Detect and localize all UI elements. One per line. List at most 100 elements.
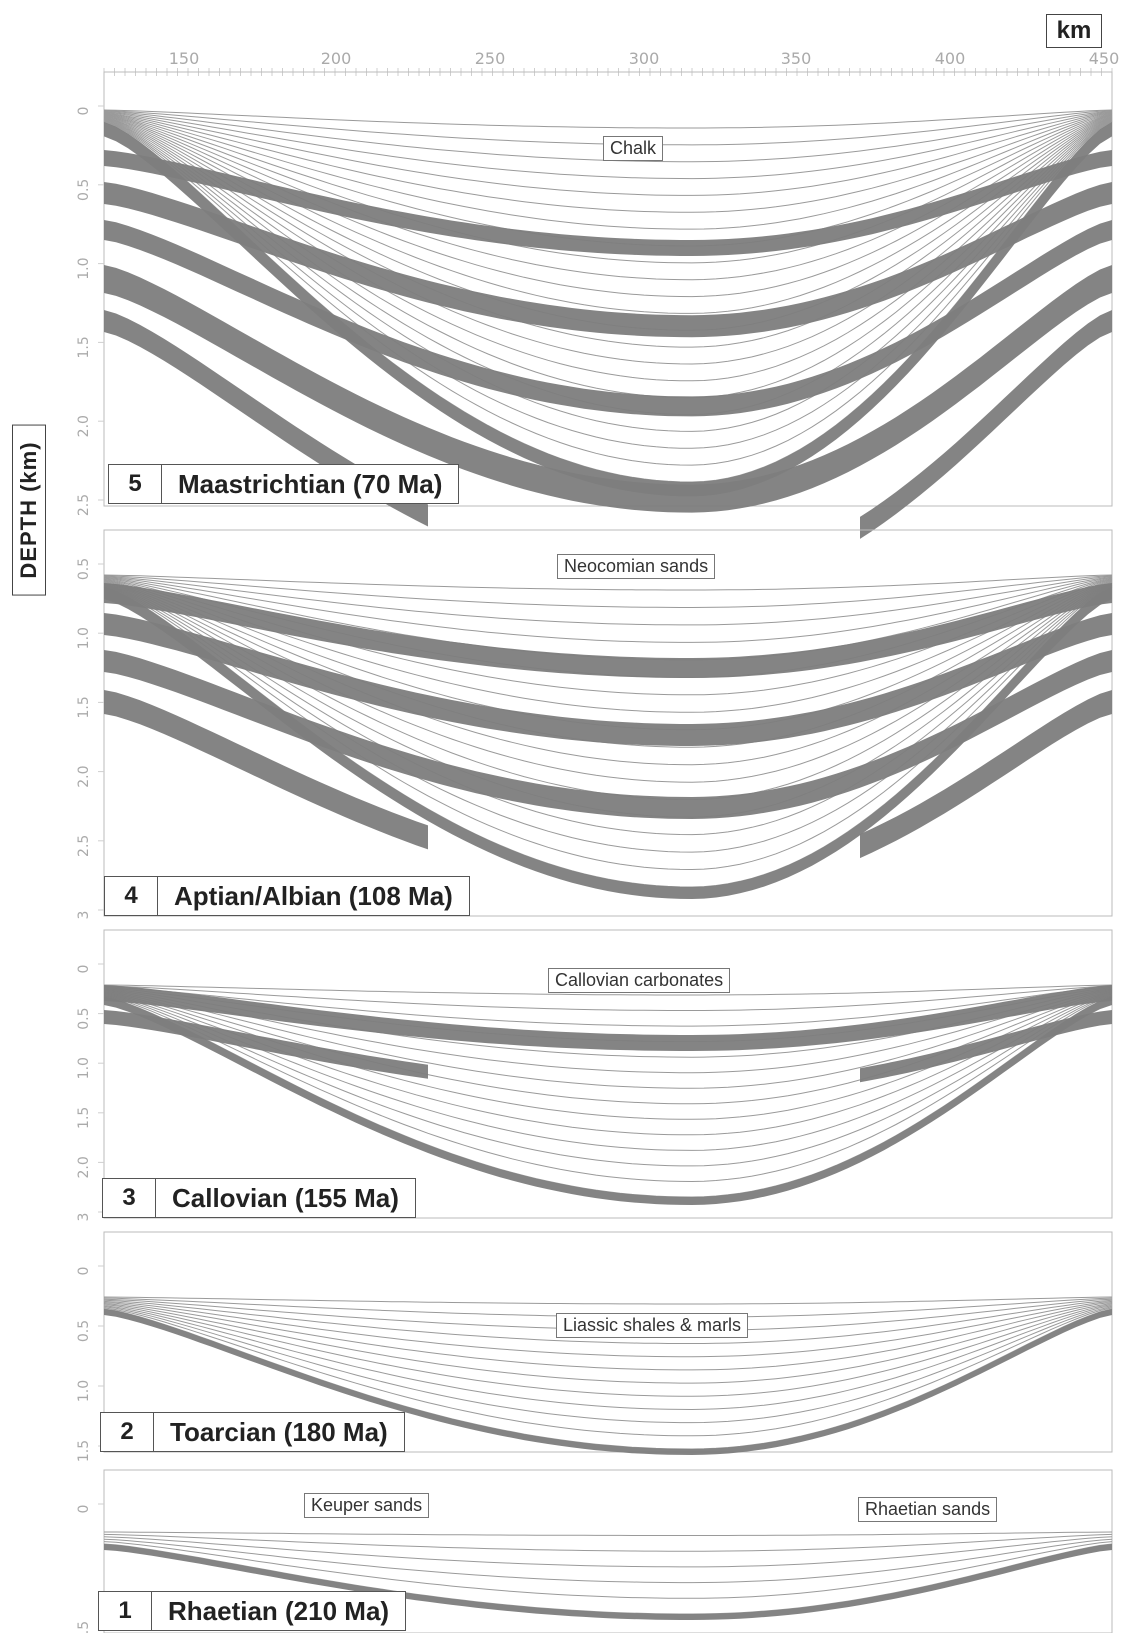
panel-2-number: 2 <box>101 1413 154 1451</box>
panel-2-name: Toarcian (180 Ma) <box>170 1416 388 1447</box>
panel-4-frame <box>103 529 1113 917</box>
depth-tick-label-0: 0 <box>76 1505 92 1514</box>
panel-2-horizon <box>103 1303 1113 1384</box>
panel-3-title: 3 Callovian (155 Ma) <box>102 1178 416 1218</box>
panel-4-horizon <box>103 584 1113 836</box>
panel-2-title: 2 Toarcian (180 Ma) <box>100 1412 405 1452</box>
panel-4-horizon <box>103 574 1113 591</box>
x-tick-label-450: 450 <box>1089 49 1120 68</box>
depth-tick-label-1.0: 1.0 <box>76 1380 92 1402</box>
panel-3-horizon <box>103 984 1113 996</box>
panel-5-horizon <box>103 109 1113 129</box>
panel-4-shaded-layer <box>104 613 1112 746</box>
panel-1-horizon <box>103 1536 1113 1568</box>
panel-5-horizon <box>103 116 1113 348</box>
panel-3-shaded-layer <box>104 985 1112 1051</box>
panel-3-shaded-wedge-right <box>860 1010 1112 1083</box>
x-tick-label-200: 200 <box>321 49 352 68</box>
panel-2-horizon <box>103 1305 1113 1411</box>
panel-5-horizon <box>103 111 1113 180</box>
panel-3-shaded-wedge-left <box>104 1010 428 1079</box>
x-tick-label-300: 300 <box>629 49 660 68</box>
panel-1-basement-layer <box>104 1544 1112 1620</box>
panel-3-horizon <box>103 990 1113 1089</box>
depth-tick-label-0: 0 <box>76 107 92 116</box>
x-tick-label-150: 150 <box>169 49 200 68</box>
panel-3-name: Callovian (155 Ma) <box>172 1182 399 1213</box>
panel-4-horizon <box>103 576 1113 643</box>
y-axis-label-wrap: DEPTH (km) <box>12 385 46 635</box>
depth-tick-label-0: 0 <box>76 1267 92 1276</box>
panel-1-horizon <box>103 1533 1113 1552</box>
depth-tick-label-1.5: 1.5 <box>76 1440 92 1462</box>
panel-5-shaded-layer <box>104 220 1112 417</box>
panel-2-horizon <box>103 1300 1113 1358</box>
depth-tick-label-2.0: 2.0 <box>76 1156 92 1178</box>
panel-2-horizon <box>103 1299 1113 1344</box>
panel-4-shaded-layer <box>104 583 1112 678</box>
panel-1-frame <box>103 1469 1113 1633</box>
panel-5-number: 5 <box>109 465 162 503</box>
panel-5-formation: Chalk <box>603 136 664 161</box>
depth-tick-label-1.5: 1.5 <box>76 336 92 358</box>
panel-1-horizon <box>103 1541 1113 1599</box>
panel-1-name: Rhaetian (210 Ma) <box>168 1595 390 1626</box>
panel-5-shaded-wedge-right <box>860 310 1112 539</box>
panel-3-horizon <box>103 985 1113 1011</box>
panel-3-frame <box>103 929 1113 1219</box>
panel-4-shaded-wedge-right <box>860 690 1112 859</box>
depth-tick-label-2.5: 2.5 <box>76 494 92 516</box>
panel-1-horizon <box>103 1538 1113 1584</box>
y-axis-label: DEPTH (km) <box>12 424 46 596</box>
panel-4-formation: Neocomian sands <box>557 554 716 579</box>
panel-2-horizon <box>103 1307 1113 1437</box>
depth-tick-label-0.5: 0.5 <box>76 1621 92 1633</box>
panel-1-formation-left: Keuper sands <box>304 1493 430 1518</box>
depth-tick-label-0.5: 0.5 <box>76 179 92 201</box>
panel-5-horizon <box>103 111 1113 196</box>
depth-tick-label-0.5: 0.5 <box>76 1007 92 1029</box>
depth-tick-label-3: 3 <box>76 1213 92 1222</box>
panel-4-horizon <box>103 575 1113 608</box>
x-tick-label-350: 350 <box>781 49 812 68</box>
panel-2-formation: Liassic shales & marls <box>556 1313 749 1338</box>
panel-3-horizon <box>103 995 1113 1183</box>
depth-tick-label-1.0: 1.0 <box>76 627 92 649</box>
panel-3-horizon <box>103 993 1113 1151</box>
depth-tick-label-0.5: 0.5 <box>76 558 92 580</box>
panel-5-title: 5 Maastrichtian (70 Ma) <box>108 464 460 504</box>
depth-tick-label-0.5: 0.5 <box>76 1320 92 1342</box>
panel-5-shaded-layer <box>104 150 1112 256</box>
panel-3-formation: Callovian carbonates <box>548 968 731 993</box>
depth-tick-label-1.0: 1.0 <box>76 257 92 279</box>
panel-4-horizon <box>103 575 1113 626</box>
panel-2-horizon <box>103 1304 1113 1397</box>
panel-1-number: 1 <box>99 1592 152 1630</box>
panel-5-horizon <box>103 114 1113 264</box>
panel-5-horizon <box>103 112 1113 230</box>
panel-5-horizon <box>103 112 1113 213</box>
panel-4-shaded-wedge-left <box>104 690 428 850</box>
panel-4-name: Aptian/Albian (108 Ma) <box>174 880 453 911</box>
panel-1-horizon <box>104 1531 1113 1536</box>
depth-tick-label-2.0: 2.0 <box>76 415 92 437</box>
depth-tick-label-2.0: 2.0 <box>76 765 92 787</box>
panel-5-shaded-layer <box>104 265 1112 513</box>
x-axis-unit: km <box>1046 14 1102 48</box>
panel-5-horizon <box>103 117 1113 365</box>
depth-tick-label-0: 0 <box>76 965 92 974</box>
depth-tick-label-1.5: 1.5 <box>76 696 92 718</box>
panel-2-frame <box>103 1231 1113 1453</box>
depth-tick-label-2.5: 2.5 <box>76 835 92 857</box>
panel-3-number: 3 <box>103 1179 156 1217</box>
panel-2-horizon <box>103 1306 1113 1424</box>
panel-4-title: 4 Aptian/Albian (108 Ma) <box>104 876 470 916</box>
panel-5-name: Maastrichtian (70 Ma) <box>178 468 443 499</box>
depth-tick-label-1.5: 1.5 <box>76 1107 92 1129</box>
panel-1-title: 1 Rhaetian (210 Ma) <box>98 1591 407 1631</box>
x-tick-label-250: 250 <box>475 49 506 68</box>
panel-3-horizon <box>103 994 1113 1167</box>
x-tick-label-400: 400 <box>935 49 966 68</box>
panel-3-horizon <box>103 986 1113 1027</box>
